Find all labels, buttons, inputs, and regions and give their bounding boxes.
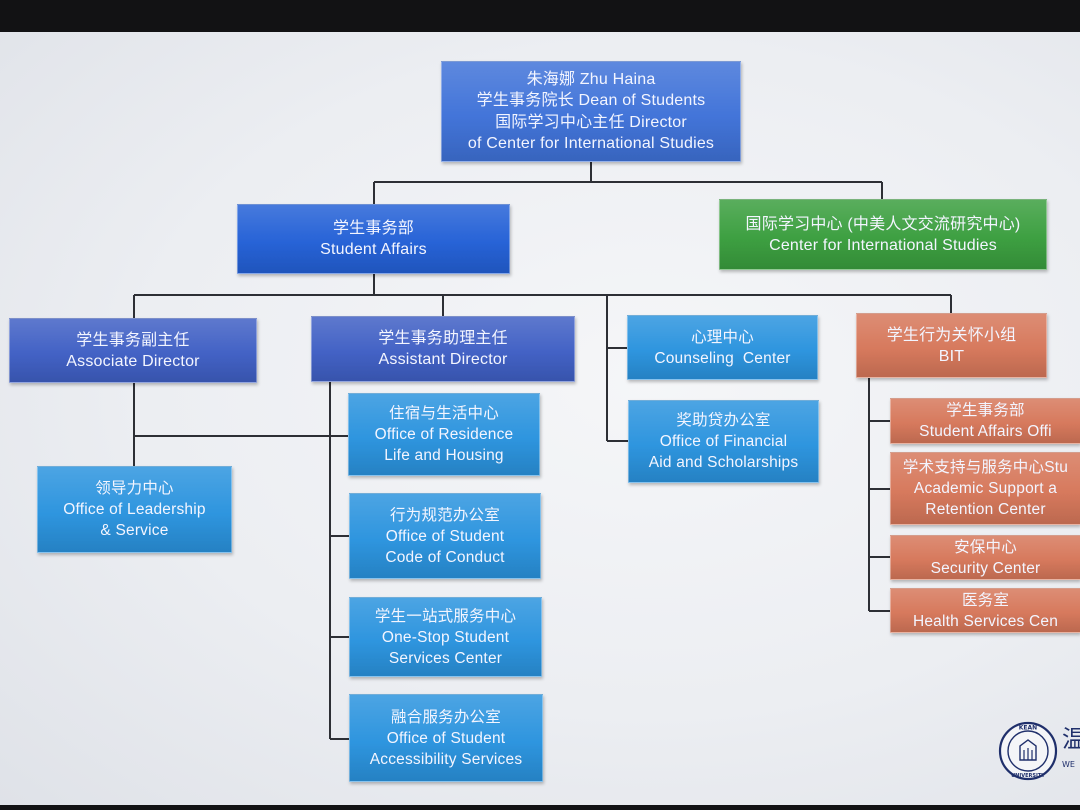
seal-bottom-text: UNIVERSITY xyxy=(1011,773,1045,779)
box-line: 学生事务院长 Dean of Students xyxy=(476,92,706,109)
box-line: 朱海娜 Zhu Haina xyxy=(526,70,656,88)
box-line: Associate Director xyxy=(66,352,200,370)
box-line: 行为规范办公室 xyxy=(390,506,500,524)
university-wordmark: 温 WE xyxy=(1062,724,1080,784)
box-line: 学生行为关怀小组 xyxy=(886,326,1017,344)
box-line: 学生事务部 xyxy=(332,220,414,237)
box-line: Assistant Director xyxy=(378,351,508,368)
box-line: 心理中心 xyxy=(691,328,754,346)
box-line: 医务室 xyxy=(961,591,1010,609)
box-line: 住宿与生活中心 xyxy=(389,405,499,422)
box-line: 学生事务副主任 xyxy=(76,331,190,349)
box-line: of Center for International Studies xyxy=(467,135,715,152)
student-affairs-box: 学生事务部 Student Affairs xyxy=(237,204,510,274)
box-line: Aid and Scholarships xyxy=(648,454,799,471)
leadership-service-box: 领导力中心 Office of Leadership & Service xyxy=(37,466,232,553)
bit-student-affairs-box: 学生事务部 Student Affairs Offi xyxy=(890,398,1080,444)
box-line: Services Center xyxy=(388,649,503,667)
box-line: Office of Student xyxy=(386,729,506,747)
residence-life-box: 住宿与生活中心 Office of Residence Life and Hou… xyxy=(348,393,540,476)
box-line: Office of Leadership xyxy=(63,501,206,518)
wordmark-chinese: 温 xyxy=(1062,725,1080,753)
box-line: Center for International Studies xyxy=(769,236,997,254)
box-line: 国际学习中心 (中美人文交流研究中心) xyxy=(745,215,1021,233)
academic-support-box: 学术支持与服务中心Stu Academic Support a Retentio… xyxy=(890,452,1080,525)
box-line: Counseling Center xyxy=(654,349,791,367)
box-line: 领导力中心 xyxy=(95,480,174,497)
box-line: 国际学习中心主任 Director xyxy=(495,113,687,131)
box-line: BIT xyxy=(938,347,965,365)
international-studies-box: 国际学习中心 (中美人文交流研究中心) Center for Internati… xyxy=(719,199,1047,270)
box-line: 安保中心 xyxy=(954,538,1017,556)
box-line: Office of Financial xyxy=(659,433,788,450)
accessibility-services-box: 融合服务办公室 Office of Student Accessibility … xyxy=(349,694,543,782)
box-line: 学生一站式服务中心 xyxy=(374,607,517,625)
one-stop-services-box: 学生一站式服务中心 One-Stop Student Services Cent… xyxy=(349,597,542,677)
seal-top-text: KEAN xyxy=(1019,725,1037,732)
box-line: Academic Support a xyxy=(913,480,1058,497)
box-line: 学术支持与服务中心Stu xyxy=(902,459,1069,476)
counseling-center-box: 心理中心 Counseling Center xyxy=(627,315,818,380)
box-line: Retention Center xyxy=(925,501,1046,518)
box-line: 学生事务助理主任 xyxy=(378,330,508,347)
box-line: Code of Conduct xyxy=(385,548,505,566)
associate-director-box: 学生事务副主任 Associate Director xyxy=(9,318,257,383)
box-line: 学生事务部 xyxy=(946,402,1025,419)
box-line: Student Affairs xyxy=(320,241,427,258)
bit-box: 学生行为关怀小组 BIT xyxy=(856,313,1047,378)
box-line: Office of Residence xyxy=(374,426,514,443)
health-services-box: 医务室 Health Services Cen xyxy=(890,588,1080,633)
assistant-director-box: 学生事务助理主任 Assistant Director xyxy=(311,316,575,382)
security-center-box: 安保中心 Security Center xyxy=(890,535,1080,580)
box-line: Student Affairs Offi xyxy=(919,423,1052,440)
university-seal-logo: KEAN UNIVERSITY xyxy=(998,721,1058,781)
wordmark-english: WE xyxy=(1062,760,1075,769)
box-line: Office of Student xyxy=(385,527,505,545)
box-line: Health Services Cen xyxy=(912,612,1059,630)
box-line: & Service xyxy=(100,522,169,539)
box-line: Accessibility Services xyxy=(369,750,523,768)
box-line: Security Center xyxy=(930,559,1041,577)
dean-of-students-box: 朱海娜 Zhu Haina 学生事务院长 Dean of Students 国际… xyxy=(441,61,741,162)
box-line: Life and Housing xyxy=(384,447,504,464)
box-line: One-Stop Student xyxy=(381,628,510,646)
code-of-conduct-box: 行为规范办公室 Office of Student Code of Conduc… xyxy=(349,493,541,579)
box-line: 奖助贷办公室 xyxy=(676,412,771,429)
box-line: 融合服务办公室 xyxy=(391,708,501,726)
financial-aid-box: 奖助贷办公室 Office of Financial Aid and Schol… xyxy=(628,400,819,483)
